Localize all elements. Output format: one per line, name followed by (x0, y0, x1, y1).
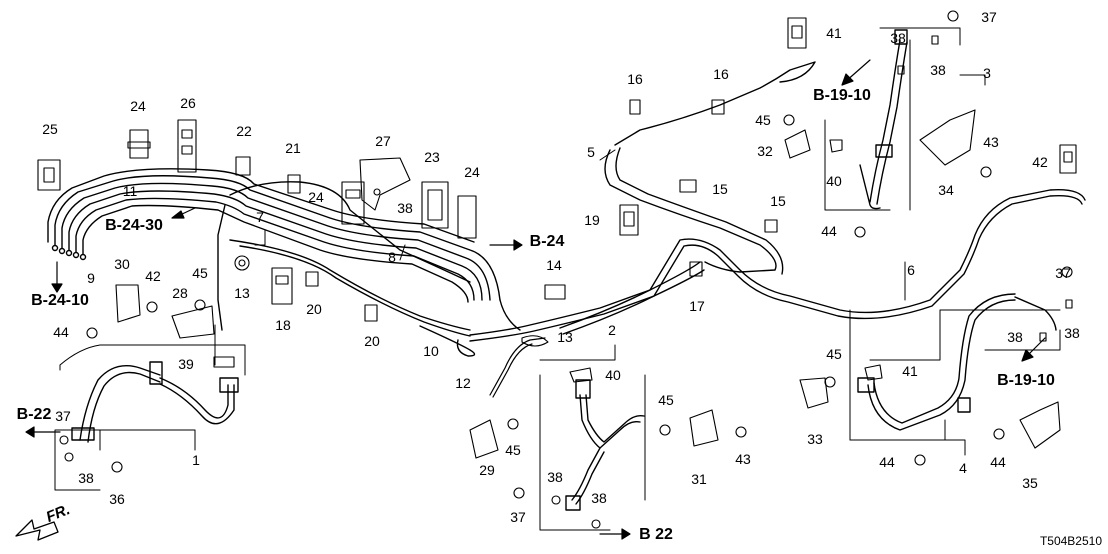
ref-arrows (25, 59, 1046, 540)
part-number: 44 (990, 454, 1006, 470)
part-number: 45 (505, 442, 521, 458)
part-number: 38 (1064, 325, 1080, 341)
front-direction-arrow (15, 519, 59, 541)
part-number: 15 (712, 181, 728, 197)
part-number: 26 (180, 95, 196, 111)
part-number: 38 (78, 470, 94, 486)
part-number: 38 (1007, 329, 1023, 345)
part-number: 24 (130, 98, 146, 114)
part-number: 44 (879, 454, 895, 470)
part-number: 29 (479, 462, 495, 478)
hose-1 (71, 361, 239, 443)
ref-label-b-22: B-22 (16, 406, 52, 423)
part-number: 31 (691, 471, 707, 487)
part-number: 13 (234, 285, 250, 301)
part-number: 12 (455, 375, 471, 391)
part-number: 42 (1032, 154, 1048, 170)
part-number: 41 (902, 363, 918, 379)
pipe-6 (559, 189, 1086, 335)
part-number: 28 (172, 285, 188, 301)
part-number: 37 (981, 9, 997, 25)
part-number: 32 (757, 143, 773, 159)
part-number: 38 (397, 200, 413, 216)
part-number: 36 (109, 491, 125, 507)
part-number: 35 (1022, 475, 1038, 491)
part-number: 23 (424, 149, 440, 165)
part-number: 19 (584, 212, 600, 228)
part-number: 17 (689, 298, 705, 314)
part-number: 44 (53, 324, 69, 340)
part-number: 24 (464, 164, 480, 180)
ref-label-b-19-10-top: B-19-10 (813, 87, 871, 104)
part-number: 1 (192, 452, 200, 468)
part-number: 38 (890, 30, 906, 46)
part-number: 42 (145, 268, 161, 284)
ref-label-b-24-30: B-24-30 (105, 217, 163, 234)
part-number: 6 (907, 262, 915, 278)
hose-3 (859, 29, 908, 210)
pipe-5 (604, 61, 816, 275)
front-pipe-bundle (47, 168, 705, 357)
part-number: 10 (423, 343, 439, 359)
part-number: 38 (547, 469, 563, 485)
part-number: 16 (713, 66, 729, 82)
part-number: 24 (308, 189, 324, 205)
part-number: 45 (658, 392, 674, 408)
part-number: 45 (826, 346, 842, 362)
part-number: 14 (546, 257, 562, 273)
part-number: 43 (735, 451, 751, 467)
part-number: 7 (256, 209, 264, 225)
part-number: 37 (510, 509, 526, 525)
part-number: 37 (55, 408, 71, 424)
hose-2 (565, 379, 645, 511)
part-number: 21 (285, 140, 301, 156)
part-number: 9 (87, 270, 95, 286)
ref-label-b-24-10: B-24-10 (31, 292, 89, 309)
part-number: 18 (275, 317, 291, 333)
part-number: 15 (770, 193, 786, 209)
part-number: 40 (605, 367, 621, 383)
part-number: 39 (178, 356, 194, 372)
ref-label-b-24: B-24 (529, 233, 565, 250)
part-number: 37 (1055, 265, 1071, 281)
part-number: 27 (375, 133, 391, 149)
pipe-12 (489, 337, 546, 396)
part-number: 43 (983, 134, 999, 150)
part-number: 45 (192, 265, 208, 281)
part-number: 5 (587, 144, 595, 160)
ref-label-b-19-10-right: B-19-10 (997, 372, 1055, 389)
part-number: 45 (755, 112, 771, 128)
pipe-12-b (492, 343, 533, 398)
part-number: 33 (807, 431, 823, 447)
part-number: 44 (821, 223, 837, 239)
part-number: 16 (627, 71, 643, 87)
part-number: 20 (306, 301, 322, 317)
part-number: 13 (557, 329, 573, 345)
diagram-code: T504B2510 (1039, 534, 1102, 548)
part-number: 34 (938, 182, 954, 198)
hose-4 (857, 293, 1057, 431)
part-number: 41 (826, 25, 842, 41)
part-number: 8 (388, 249, 396, 265)
part-number: 4 (959, 460, 967, 476)
part-number: 3 (983, 65, 991, 81)
part-number: 11 (122, 183, 138, 199)
small-parts (37, 10, 1077, 529)
part-number: 25 (42, 121, 58, 137)
ref-label-b-22-bottom: B 22 (639, 526, 673, 543)
leader-lines (54, 27, 1061, 531)
part-number: 38 (930, 62, 946, 78)
part-number: 2 (608, 322, 616, 338)
part-number: 38 (591, 490, 607, 506)
part-number: 20 (364, 333, 380, 349)
part-number: 40 (826, 173, 842, 189)
part-number: 30 (114, 256, 130, 272)
part-number: 22 (236, 123, 252, 139)
